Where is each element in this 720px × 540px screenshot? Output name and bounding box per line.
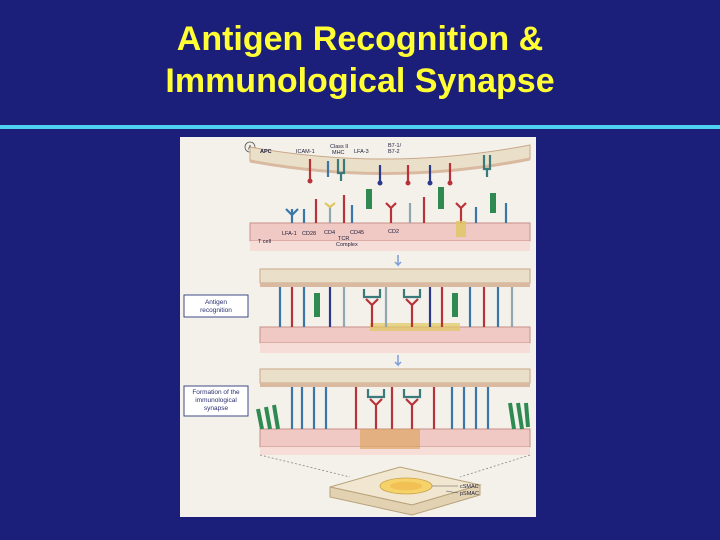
- panel-antigen-recognition: [259, 268, 531, 353]
- label-psmac: pSMAC: [460, 491, 479, 497]
- label-tcr-line1: TCR: [338, 236, 349, 242]
- smac-disc-side: [329, 484, 481, 516]
- synapse-illustration: A: [183, 141, 531, 516]
- apc-receptors: [307, 155, 492, 186]
- smac-schematic: cSMAC pSMAC: [329, 466, 482, 516]
- side-label-formation-line1: Formation of the: [192, 389, 240, 396]
- side-label-antigen-line1: Antigen: [205, 299, 227, 306]
- label-cd28: CD28: [302, 231, 316, 237]
- tcell-cytoplasm: [250, 241, 530, 251]
- apc-membrane-2: [259, 268, 531, 284]
- title-line-1: Antigen Recognition &: [176, 20, 544, 58]
- projection-lines: [259, 454, 531, 478]
- label-class2-line2: MHC: [332, 150, 345, 156]
- label-class2-line1: Class II: [330, 144, 349, 150]
- label-b7-line2: B7-2: [388, 149, 400, 155]
- label-lfa3: LFA-3: [354, 149, 369, 155]
- slide-title: Antigen Recognition & Immunological Syna…: [0, 18, 720, 102]
- tcell-receptors: [285, 187, 508, 237]
- label-apc: APC: [260, 149, 272, 155]
- title-line-2: Immunological Synapse: [165, 62, 555, 100]
- label-b7-line1: B7-1/: [388, 143, 402, 149]
- synapse-figure: A: [180, 137, 536, 517]
- apc-membrane-3: [259, 368, 531, 384]
- synapse-receptors-3: [256, 387, 530, 449]
- panel-synapse-formation: [256, 368, 531, 455]
- apc-membrane-inner: [249, 157, 531, 176]
- label-lfa1: LFA-1: [282, 231, 297, 237]
- bound-receptors-2: [278, 287, 514, 327]
- side-label-formation-line2: immunological: [195, 397, 237, 404]
- label-cd45: CD45: [350, 230, 364, 236]
- side-label-antigen-line2: recognition: [200, 307, 232, 314]
- down-arrow-2: [394, 355, 402, 367]
- panel-separated-cells: APC ICAM-1 Class II MHC LFA-3 B7-1/ B7-2…: [249, 143, 531, 251]
- side-label-antigen-box: [183, 294, 249, 318]
- label-tcr-line2: Complex: [336, 242, 358, 248]
- label-icam1: ICAM-1: [296, 149, 315, 155]
- label-cd4: CD4: [324, 230, 335, 236]
- side-label-formation-line3: synapse: [204, 405, 229, 412]
- side-label-formation-box: [183, 385, 249, 417]
- title-divider: [0, 125, 720, 129]
- label-cd2: CD2: [388, 229, 399, 235]
- down-arrow-1: [394, 255, 402, 267]
- label-csmac: cSMAC: [460, 484, 479, 490]
- label-tcell: T cell: [258, 239, 271, 245]
